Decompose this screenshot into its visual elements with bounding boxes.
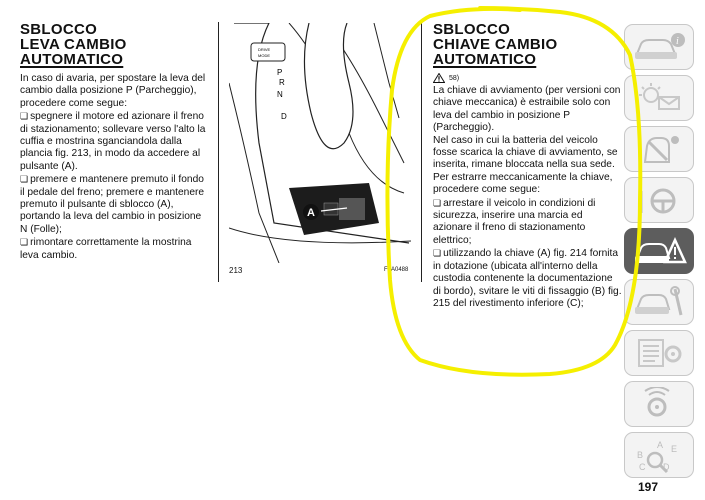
column-divider bbox=[421, 22, 422, 282]
gear-letter: N bbox=[277, 90, 283, 99]
tab-index[interactable]: A B C D E bbox=[624, 432, 694, 478]
steering-wheel-icon bbox=[639, 188, 676, 214]
svg-text:DRIVE: DRIVE bbox=[258, 47, 271, 52]
car-emergency-icon bbox=[635, 236, 687, 264]
title-line: AUTOMATICO bbox=[433, 51, 537, 68]
column-divider bbox=[218, 22, 219, 282]
tab-car-info[interactable]: i bbox=[624, 24, 694, 70]
page-number: 197 bbox=[638, 480, 659, 494]
left-section-title: SBLOCCO LEVA CAMBIO AUTOMATICO bbox=[20, 22, 210, 67]
svg-text:MODE: MODE bbox=[258, 53, 270, 58]
note-label: 58) bbox=[449, 74, 460, 82]
right-column: SBLOCCO CHIAVE CAMBIO AUTOMATICO 58) La … bbox=[433, 22, 623, 310]
right-body: La chiave di avviamento (per versioni co… bbox=[433, 85, 623, 310]
tab-multimedia[interactable] bbox=[624, 381, 694, 427]
car-info-icon: i bbox=[635, 33, 685, 59]
right-paragraph: La chiave di avviamento (per versioni co… bbox=[433, 85, 621, 134]
left-step: spegnere il motore ed azionare il freno … bbox=[20, 110, 210, 173]
gear-letter: R bbox=[279, 78, 285, 87]
title-line: SBLOCCO bbox=[20, 21, 98, 38]
figure-code: F1A0488 bbox=[384, 267, 409, 273]
index-letter: D bbox=[663, 462, 670, 472]
tab-safety[interactable] bbox=[624, 126, 694, 172]
title-line: LEVA CAMBIO bbox=[20, 36, 127, 53]
index-letter: C bbox=[639, 462, 646, 472]
right-step: utilizzando la chiave (A) fig. 214 forni… bbox=[433, 247, 623, 310]
svg-text:i: i bbox=[676, 36, 679, 47]
warning-triangle-icon bbox=[433, 73, 445, 83]
chapter-tabs: i bbox=[624, 24, 694, 483]
index-letter: E bbox=[671, 444, 677, 454]
tab-dashboard-lights[interactable] bbox=[624, 75, 694, 121]
callout-label: A bbox=[307, 207, 315, 219]
tab-emergency[interactable] bbox=[624, 228, 694, 274]
gear-lever-illustration: DRIVE MODE P R N D A bbox=[229, 23, 411, 263]
left-intro: In caso di avaria, per spostare la leva … bbox=[20, 73, 206, 109]
left-step: rimontare correttamente la mostrina leva… bbox=[20, 236, 210, 262]
left-step: premere e mantenere premuto il fondo il … bbox=[20, 173, 210, 236]
right-step: arrestare il veicolo in condizioni di si… bbox=[433, 197, 623, 248]
tab-driving[interactable] bbox=[624, 177, 694, 223]
right-paragraph: Per estrarre meccanicamente la chiave, p… bbox=[433, 171, 613, 196]
title-line: AUTOMATICO bbox=[20, 51, 124, 68]
right-paragraph: Nel caso in cui la batteria del veicolo … bbox=[433, 134, 618, 171]
right-section-title: SBLOCCO CHIAVE CAMBIO AUTOMATICO bbox=[433, 22, 623, 67]
multimedia-icon bbox=[644, 387, 670, 417]
index-letter: B bbox=[637, 450, 643, 460]
tab-maintenance[interactable] bbox=[624, 279, 694, 325]
car-maintenance-icon bbox=[635, 286, 683, 316]
title-line: CHIAVE CAMBIO bbox=[433, 36, 558, 53]
index-icon: A B C D E bbox=[637, 440, 677, 474]
left-body: In caso di avaria, per spostare la leva … bbox=[20, 73, 210, 262]
gear-letter: D bbox=[281, 112, 287, 121]
dashboard-lights-icon bbox=[639, 83, 680, 110]
tab-technical-data[interactable] bbox=[624, 330, 694, 376]
seatbelt-safety-icon bbox=[643, 136, 679, 163]
warning-note-ref: 58) bbox=[433, 73, 623, 83]
callout-a bbox=[303, 204, 319, 220]
technical-data-icon bbox=[638, 339, 682, 367]
gear-letter: P bbox=[277, 68, 282, 77]
figure-213: DRIVE MODE P R N D A bbox=[228, 22, 412, 264]
figure-number: 213 bbox=[229, 266, 243, 275]
index-letter: A bbox=[657, 440, 663, 450]
left-column: SBLOCCO LEVA CAMBIO AUTOMATICO In caso d… bbox=[20, 22, 210, 262]
title-line: SBLOCCO bbox=[433, 21, 511, 38]
